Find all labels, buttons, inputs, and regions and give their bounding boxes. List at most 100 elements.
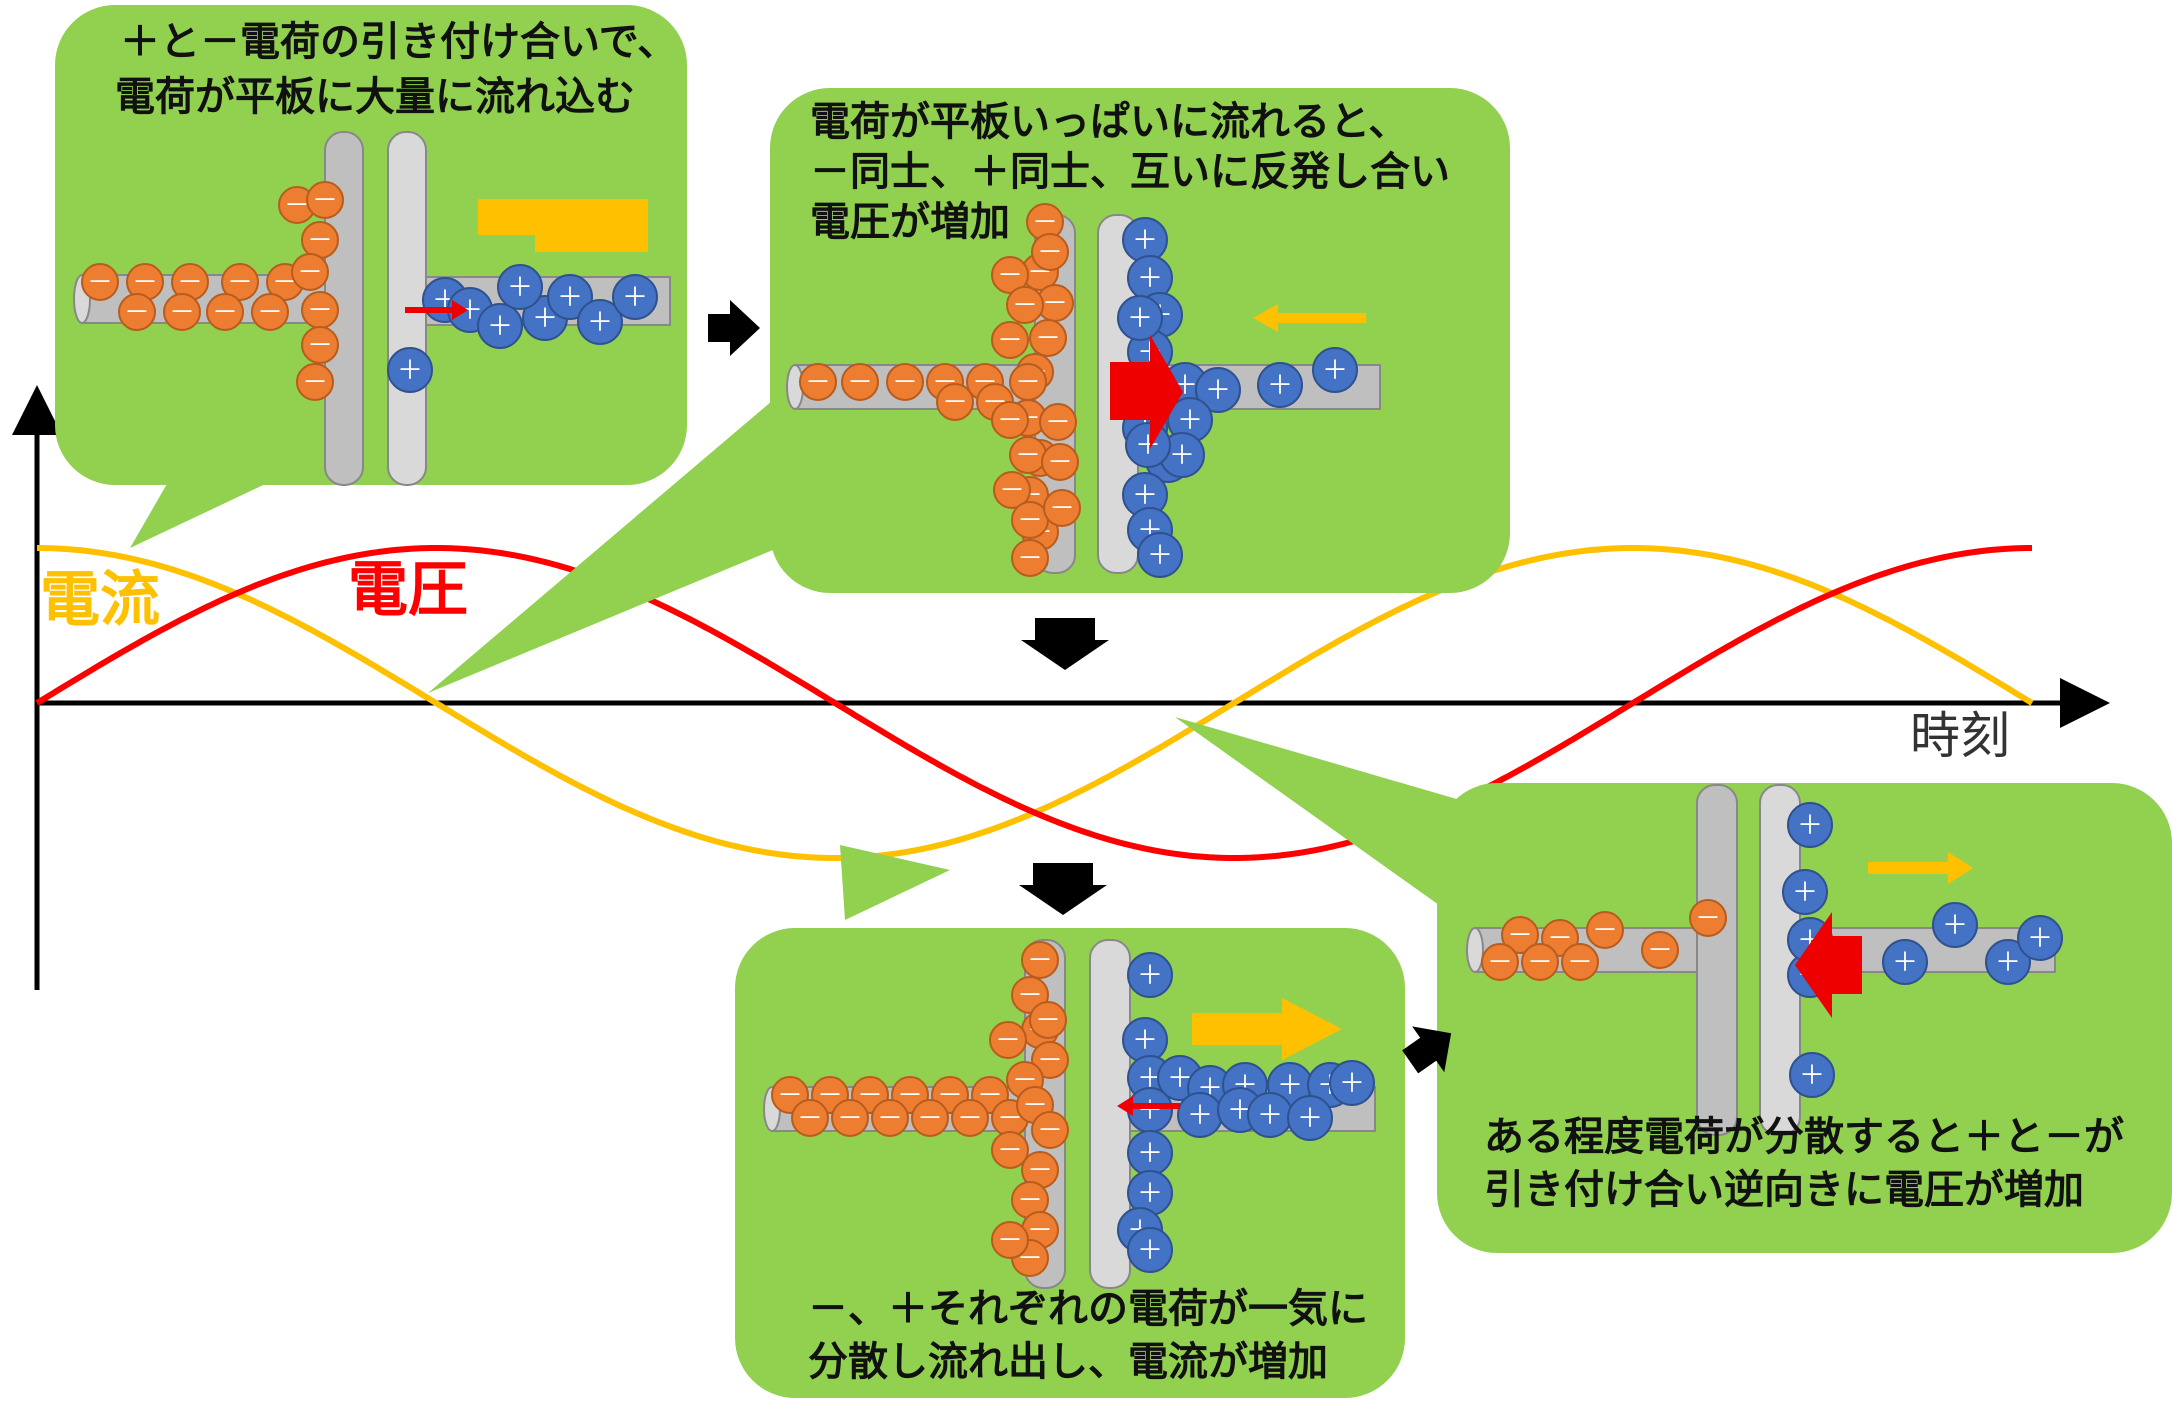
negative-charge	[841, 363, 879, 401]
callout-panel-4	[1437, 783, 2172, 1253]
positive-charge-symbol: ＋	[1127, 304, 1153, 334]
positive-charge-symbol: ＋	[587, 308, 613, 338]
negative-charge	[1031, 233, 1069, 271]
panel-4-illustration: －－－－－－－－ ＋＋＋＋＋＋＋＋＋	[1466, 784, 2063, 1136]
callout-tail-3	[840, 845, 950, 920]
negative-charge-symbol: －	[997, 406, 1023, 436]
flow-arrow-down-2	[1019, 863, 1107, 915]
time-axis-label: 時刻	[1910, 707, 2010, 765]
callout-panel-3	[735, 928, 1405, 1398]
negative-charge-symbol: －	[1045, 408, 1071, 438]
positive-charge	[1125, 422, 1171, 468]
negative-charge-symbol: －	[212, 298, 238, 328]
panel-2-caption: 電荷が平板いっぱいに流れると、 －同士、＋同士、互いに反発し合い 電圧が増加	[810, 99, 1464, 245]
yellow-arrow-right	[1192, 998, 1342, 1060]
positive-charge	[387, 347, 433, 393]
positive-charge-symbol: ＋	[1132, 1026, 1158, 1056]
positive-charge	[547, 274, 593, 320]
negative-charge-symbol: －	[1035, 1006, 1061, 1036]
negative-charge-symbol: －	[124, 298, 150, 328]
negative-charge-symbol: －	[1027, 946, 1053, 976]
positive-charge	[1782, 869, 1828, 915]
negative-charge-symbol: －	[847, 368, 873, 398]
negative-charge	[791, 1099, 829, 1137]
positive-charge	[1312, 347, 1358, 393]
negative-charge	[991, 401, 1029, 439]
negative-charge-symbol: －	[997, 1226, 1023, 1256]
negative-charge	[1561, 943, 1599, 981]
positive-charge	[1985, 939, 2031, 985]
negative-charge-symbol: －	[837, 1104, 863, 1134]
negative-charge	[221, 263, 259, 301]
yellow-arrow-left	[478, 199, 648, 252]
negative-charge	[1501, 916, 1539, 954]
positive-charge-symbol: ＋	[1339, 1069, 1365, 1099]
negative-charge-symbol: －	[942, 388, 968, 418]
negative-charge	[1041, 443, 1079, 481]
positive-charge-symbol: ＋	[1137, 1139, 1163, 1169]
negative-charge	[1021, 941, 1059, 979]
positive-charge-symbol: ＋	[1257, 1101, 1283, 1131]
negative-charge	[911, 1099, 949, 1137]
negative-charge	[951, 1099, 989, 1137]
negative-charge-symbol: －	[797, 1104, 823, 1134]
positive-charge	[477, 303, 523, 349]
negative-charge	[1031, 1041, 1069, 1079]
positive-charge-symbol: ＋	[1267, 371, 1293, 401]
negative-charge-symbol: －	[177, 268, 203, 298]
negative-charge	[886, 363, 924, 401]
flow-arrow-right-1	[708, 300, 760, 356]
negative-charge	[1006, 286, 1044, 324]
yellow-arrow-left	[1253, 304, 1366, 332]
positive-charge-symbol: ＋	[1942, 911, 1968, 941]
negative-charge	[1043, 489, 1081, 527]
negative-charge	[1689, 899, 1727, 937]
callout-tail-1	[130, 470, 295, 548]
positive-charge	[497, 264, 543, 310]
positive-charge-symbol: ＋	[1137, 264, 1163, 294]
negative-charge	[871, 1099, 909, 1137]
voltage-label: 電圧	[348, 555, 468, 625]
negative-charge-symbol: －	[805, 368, 831, 398]
positive-charge	[1195, 367, 1241, 413]
negative-charge-symbol: －	[1507, 921, 1533, 951]
negative-charge	[991, 1131, 1029, 1169]
positive-charge-symbol: ＋	[2027, 924, 2053, 954]
panel-3-illustration: －－－－－－－－－－－－－－－－－－－－－－－－－－－ ＋＋＋＋＋＋＋＋＋＋＋＋…	[763, 939, 1376, 1289]
negative-charge-symbol: －	[995, 1026, 1021, 1056]
negative-charge	[991, 1221, 1029, 1259]
positive-charge-symbol: ＋	[1297, 1104, 1323, 1134]
negative-charge	[799, 363, 837, 401]
positive-charge	[1932, 902, 1978, 948]
negative-charge-symbol: －	[1567, 948, 1593, 978]
positive-charge	[577, 299, 623, 345]
positive-charge	[612, 274, 658, 320]
panel-1-caption: ＋と－電荷の引き付け合いで、 電荷が平板に大量に流れ込む	[115, 19, 691, 120]
positive-charge	[1137, 532, 1183, 578]
positive-charge	[1257, 362, 1303, 408]
red-arrow-large-left	[1795, 912, 1862, 1018]
positive-charge-symbol: ＋	[1137, 1179, 1163, 1209]
negative-charge-symbol: －	[1017, 1186, 1043, 1216]
positive-charge	[1787, 802, 1833, 848]
negative-charge-symbol: －	[1487, 948, 1513, 978]
negative-charge-symbol: －	[1647, 936, 1673, 966]
negative-charge-symbol: －	[1012, 291, 1038, 321]
positive-charge-symbol: ＋	[1137, 1236, 1163, 1266]
negative-charge	[1521, 943, 1559, 981]
callout-tail-4	[1175, 717, 1460, 920]
positive-charge-symbol: ＋	[1792, 878, 1818, 908]
negative-charge-symbol: －	[997, 261, 1023, 291]
negative-charge-symbol: －	[1035, 324, 1061, 354]
positive-charge-symbol: ＋	[622, 283, 648, 313]
positive-charge-symbol: ＋	[1995, 948, 2021, 978]
negative-charge-symbol: －	[307, 296, 333, 326]
positive-charge-symbol: ＋	[1797, 811, 1823, 841]
negative-charge	[306, 181, 344, 219]
negative-charge	[301, 326, 339, 364]
positive-charge-symbol: ＋	[1137, 1096, 1163, 1126]
positive-charge-symbol: ＋	[1132, 226, 1158, 256]
negative-charge-symbol: －	[302, 368, 328, 398]
positive-charge	[1329, 1060, 1375, 1106]
negative-charge-symbol: －	[307, 226, 333, 256]
